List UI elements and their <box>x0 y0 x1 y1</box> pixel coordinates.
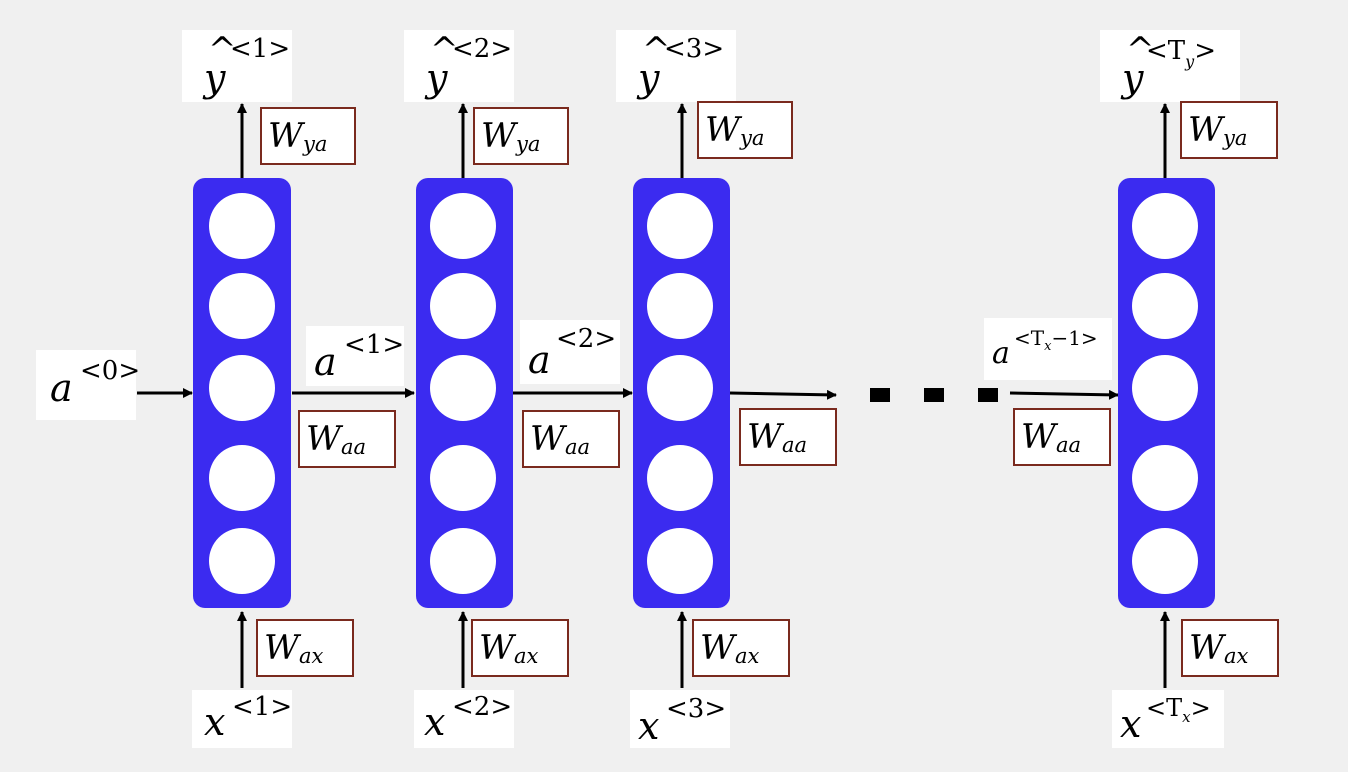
activation-label-1: a <1> <box>306 326 404 386</box>
hidden-unit <box>1132 355 1198 421</box>
input-label-4-sup: <T <box>1146 694 1183 722</box>
hidden-unit <box>430 355 496 421</box>
output-label-1: y <1> <box>182 30 292 102</box>
hidden-unit <box>209 273 275 339</box>
hidden-unit <box>1132 528 1198 594</box>
ellipsis-dot <box>924 388 944 402</box>
activation-label-3-sup: <T <box>1014 326 1045 350</box>
hidden-unit <box>209 355 275 421</box>
hidden-unit <box>430 445 496 511</box>
hidden-unit <box>209 445 275 511</box>
ellipsis: ... <box>870 388 1000 406</box>
activation-label-3: a <Tx−1> <box>984 318 1112 380</box>
activation-arrow-4 <box>1009 389 1119 400</box>
rnn-cell-3 <box>633 178 730 608</box>
output-label-2: y <2> <box>404 30 514 102</box>
output-label-4-sub: y <box>1185 52 1195 71</box>
activation-label-0: a <0> <box>36 350 140 420</box>
input-label-2: x <2> <box>414 690 514 748</box>
rnn-cell-2 <box>416 178 513 608</box>
rnn-cell-4 <box>1118 178 1215 608</box>
hidden-unit <box>430 193 496 259</box>
input-label-3: x <3> <box>630 690 730 748</box>
hidden-unit <box>430 273 496 339</box>
hidden-unit <box>647 445 713 511</box>
ellipsis-dot <box>870 388 890 402</box>
activation-label-2: a <2> <box>520 320 620 384</box>
rnn-cell-1 <box>193 178 291 608</box>
output-label-4-sup: <T <box>1146 36 1186 66</box>
input-label-4: x <Tx> <box>1112 690 1224 748</box>
hidden-unit <box>209 193 275 259</box>
output-label-3: y <3> <box>616 30 736 102</box>
input-label-4-end: > <box>1190 694 1211 722</box>
hidden-unit <box>1132 193 1198 259</box>
input-label-4-sub: x <box>1182 708 1191 726</box>
activation-label-3-end: −1> <box>1051 326 1098 350</box>
hidden-unit <box>647 355 713 421</box>
ellipsis-dot <box>978 388 998 402</box>
hidden-unit <box>647 193 713 259</box>
hidden-unit <box>209 528 275 594</box>
output-label-4-end: > <box>1194 36 1216 66</box>
hidden-unit <box>647 528 713 594</box>
hidden-unit <box>647 273 713 339</box>
output-label-4: y <Ty> <box>1100 30 1240 102</box>
activation-label-3-sub: x <box>1044 339 1052 354</box>
hidden-unit <box>1132 273 1198 339</box>
activation-arrow-3 <box>729 389 837 400</box>
hidden-unit <box>430 528 496 594</box>
input-label-1: x <1> <box>192 690 292 748</box>
hidden-unit <box>1132 445 1198 511</box>
